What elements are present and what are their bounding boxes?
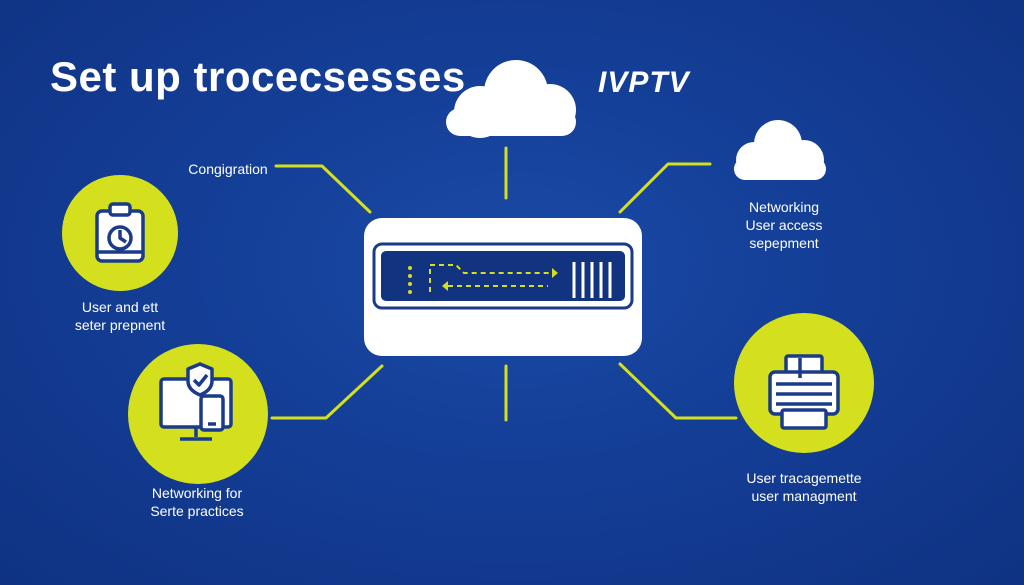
brand-logo-text: IVPTV [598,66,690,99]
clipboard-node [62,175,178,291]
label-line: Networking [748,199,820,215]
label-line: User tracagemette [746,470,862,486]
cloud-icon [446,60,576,138]
label-line: Networking for [151,485,243,501]
label-line: Serte practices [150,503,244,519]
label-line: User access [745,217,823,233]
cloud-icon [734,120,826,180]
label-line: seter prepnent [74,317,166,333]
label-user-management: User tracagemette user managment [734,469,874,505]
label-user-setup: User and ett seter prepnent [60,298,180,334]
monitor-node [128,344,268,484]
label-networking-practices: Networking for Serte practices [134,484,260,520]
connector-bottom-left [270,364,384,420]
page-title: Set up trocecsesses [50,53,466,100]
printer-node [734,313,874,453]
connector-top-right [618,162,712,214]
label-configuration: Congigration [184,160,272,178]
label-line: sepepment [749,235,819,251]
connector-top-left [274,164,372,214]
clipboard-clock-icon [95,202,145,263]
label-line: user managment [751,488,857,504]
server-device-icon [364,218,642,356]
connector-lines [270,146,738,422]
monitor-shield-icon [159,362,233,441]
label-networking-access: Networking User access sepepment [730,198,838,252]
connector-bottom-right [618,362,738,420]
label-line: Congigration [188,161,268,177]
printer-icon [768,354,840,430]
label-line: User and ett [81,299,159,315]
